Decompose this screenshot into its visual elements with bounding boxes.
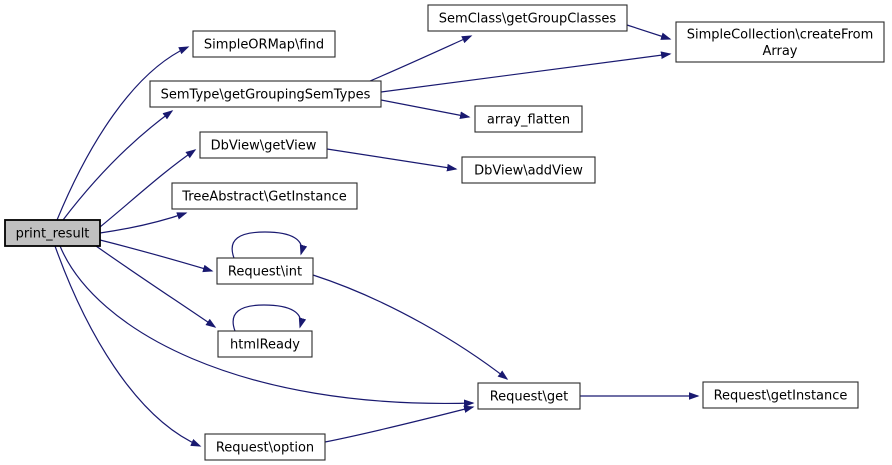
node-request-option[interactable]: Request\option — [204, 433, 326, 461]
edge-semclass-to-simplecollection-createfromarray — [626, 24, 672, 40]
node-box — [217, 330, 313, 358]
node-request-get[interactable]: Request\get — [477, 382, 581, 410]
edge-print-result-to-request-int — [99, 239, 214, 273]
node-box — [474, 105, 583, 133]
node-box — [427, 4, 628, 32]
node-label: Request\getInstance — [714, 389, 848, 404]
node-box — [461, 156, 596, 184]
edge-request-option-to-request-get — [324, 405, 475, 443]
nodes: print_result SimpleORMap\find SemType\ge… — [4, 4, 885, 461]
node-array-flatten[interactable]: array_flatten — [474, 105, 583, 133]
node-treeabstract-getinstance[interactable]: TreeAbstract\GetInstance — [171, 182, 358, 210]
node-request-getinstance[interactable]: Request\getInstance — [702, 381, 859, 409]
edge-print-result-to-simpleormap-find — [56, 46, 190, 221]
edge-print-result-to-htmlready — [95, 245, 217, 328]
node-label: print_result — [16, 227, 90, 242]
edge-request-int-self-loop — [231, 231, 308, 259]
edge-print-result-to-request-get — [59, 245, 475, 408]
node-box — [204, 433, 326, 461]
node-label: TreeAbstract\GetInstance — [181, 190, 347, 205]
node-box — [149, 80, 382, 108]
edge-dbview-getview-to-dbview-addview — [326, 148, 458, 172]
edge-semtype-to-array-flatten — [380, 99, 471, 120]
node-box — [4, 219, 101, 247]
node-label: DbView\getView — [211, 139, 317, 154]
node-simplecollection-createfromarray[interactable]: SimpleCollection\createFrom Array — [675, 21, 885, 63]
edges — [54, 24, 700, 447]
node-label: htmlReady — [230, 338, 300, 353]
node-box — [702, 381, 859, 409]
edge-print-result-to-request-option — [54, 245, 202, 447]
node-dbview-addview[interactable]: DbView\addView — [461, 156, 596, 184]
node-dbview-getview[interactable]: DbView\getView — [199, 131, 328, 159]
node-semtype-getgroupingsemtypes[interactable]: SemType\getGroupingSemTypes — [149, 80, 382, 108]
edge-request-int-to-request-get — [312, 274, 509, 380]
edge-print-result-to-semtype-getgroupingsemtypes — [62, 110, 174, 221]
node-label: array_flatten — [487, 113, 570, 128]
node-box — [675, 21, 885, 63]
edge-semtype-to-semclass-getgroupclasses — [369, 35, 473, 82]
node-simpleormap-find[interactable]: SimpleORMap\find — [192, 30, 336, 58]
node-print-result[interactable]: print_result — [4, 219, 101, 247]
node-box — [171, 182, 358, 210]
node-box — [477, 382, 581, 410]
node-label: Request\get — [490, 390, 569, 405]
edge-print-result-to-treeabstract-getinstance — [99, 212, 188, 234]
node-label: Request\option — [216, 441, 314, 456]
node-label: SimpleORMap\find — [204, 38, 324, 53]
edge-htmlready-self-loop — [232, 304, 307, 332]
node-request-int[interactable]: Request\int — [216, 257, 314, 285]
node-label: DbView\addView — [474, 164, 583, 179]
node-box — [199, 131, 328, 159]
node-label-line1: SimpleCollection\createFrom — [687, 28, 874, 43]
edge-semtype-to-simplecollection-createfromarray — [380, 51, 672, 93]
node-label: SemType\getGroupingSemTypes — [161, 88, 371, 103]
node-label: Request\int — [228, 265, 302, 280]
edge-print-result-to-dbview-getview — [99, 149, 197, 228]
node-box — [192, 30, 336, 58]
node-label-line2: Array — [762, 44, 797, 59]
node-htmlready[interactable]: htmlReady — [217, 330, 313, 358]
node-box — [216, 257, 314, 285]
node-semclass-getgroupclasses[interactable]: SemClass\getGroupClasses — [427, 4, 628, 32]
node-label: SemClass\getGroupClasses — [439, 12, 617, 27]
